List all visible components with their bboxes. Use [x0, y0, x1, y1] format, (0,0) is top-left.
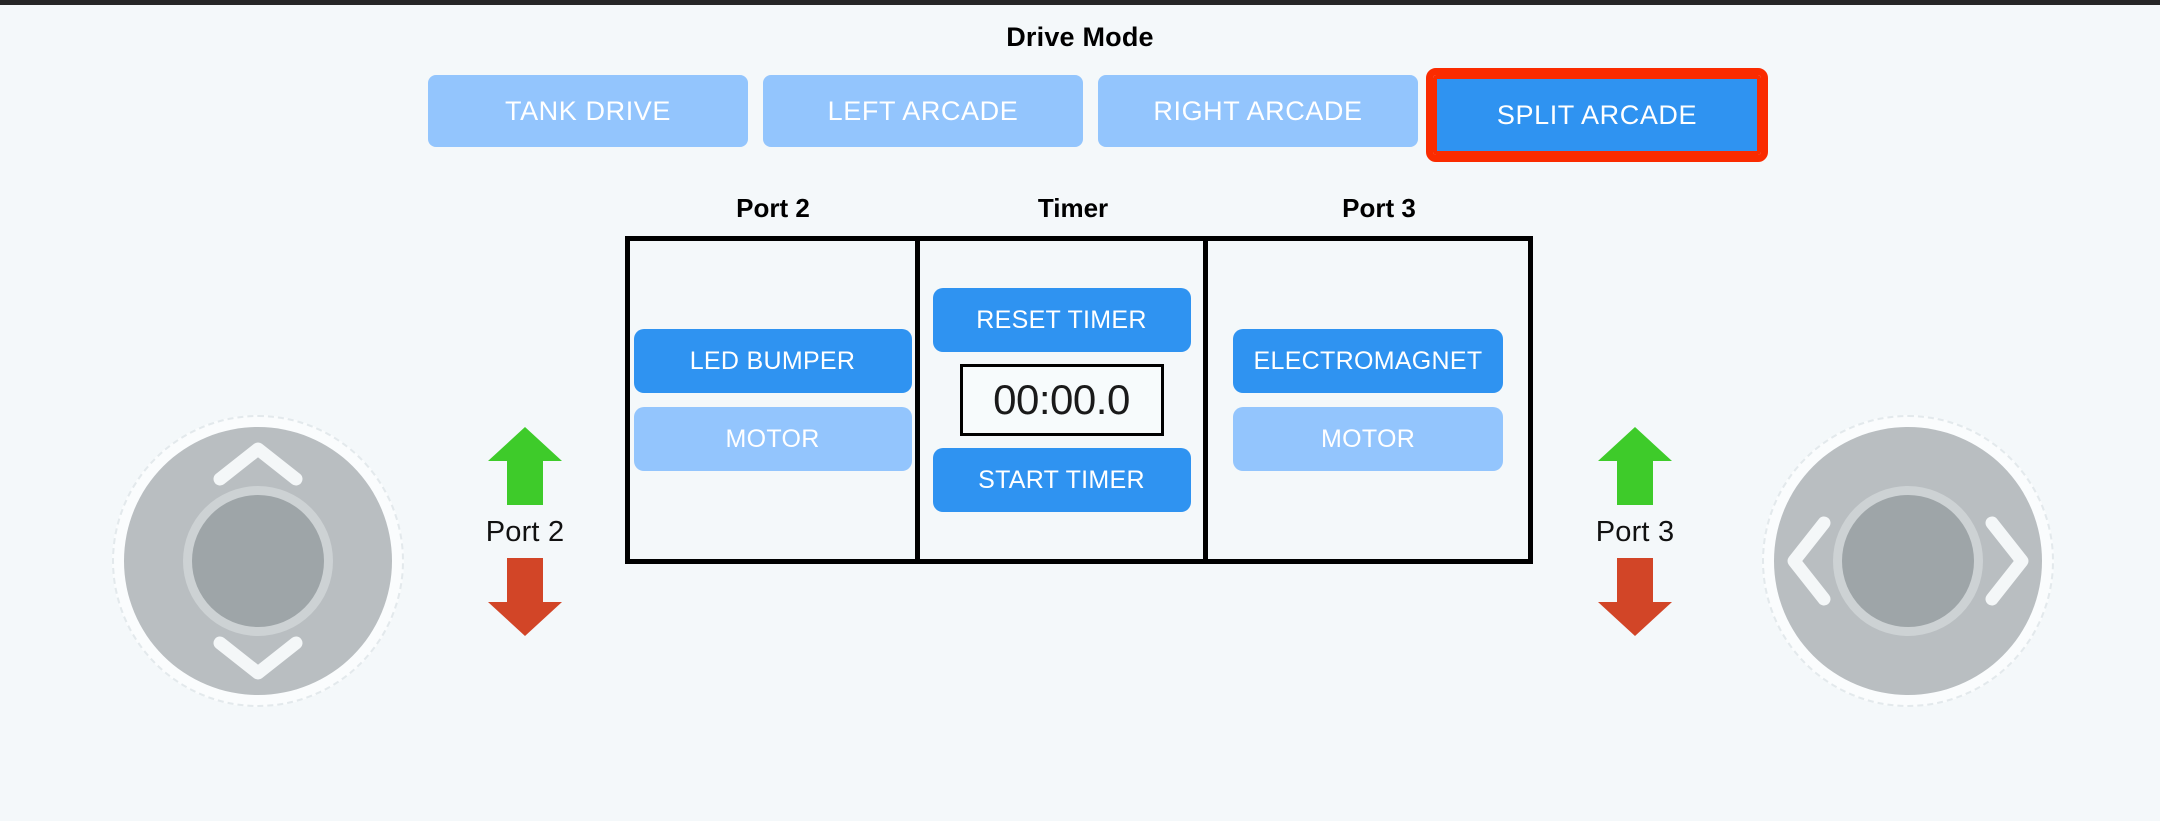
drive-mode-title: Drive Mode: [1006, 22, 1154, 52]
chevron-up-icon: [213, 442, 303, 486]
arrow-up-icon: [488, 427, 562, 505]
left-joystick[interactable]: [112, 415, 404, 707]
drive-mode-button-split-arcade[interactable]: SPLIT ARCADE: [1437, 79, 1757, 151]
port3-indicator-group: Port 3: [1565, 424, 1705, 639]
right-joystick[interactable]: [1762, 415, 2054, 707]
chevron-left-icon: [1787, 516, 1831, 606]
drive-mode-option-split-arcade-wrapper: SPLIT ARCADE: [1426, 68, 1768, 162]
device-button-port2-motor[interactable]: MOTOR: [633, 407, 912, 471]
reset-timer-button[interactable]: RESET TIMER: [932, 288, 1191, 352]
port2-indicator-label: Port 2: [485, 516, 565, 548]
arrow-down-icon: [1598, 558, 1672, 636]
device-button-led-bumper[interactable]: LED BUMPER: [633, 329, 912, 393]
arrow-up-icon: [1598, 427, 1672, 505]
start-timer-button[interactable]: START TIMER: [932, 448, 1191, 512]
right-joystick-ring: [1833, 486, 1983, 636]
right-joystick-knob[interactable]: [1842, 495, 1974, 627]
device-button-electromagnet[interactable]: ELECTROMAGNET: [1233, 329, 1503, 393]
column-header-port3: Port 3: [1342, 193, 1416, 223]
chevron-right-icon: [1985, 516, 2029, 606]
timer-display: 00:00.0: [959, 364, 1164, 436]
port3-indicator-label: Port 3: [1595, 516, 1675, 548]
chevron-down-icon: [213, 636, 303, 680]
drive-mode-button-row: TANK DRIVE LEFT ARCADE RIGHT ARCADE SPLI…: [428, 68, 1768, 162]
left-joystick-base[interactable]: [124, 427, 392, 695]
panel-column-timer: RESET TIMER 00:00.0 START TIMER: [920, 241, 1208, 559]
drive-mode-option-right-arcade-wrapper: RIGHT ARCADE: [1098, 75, 1418, 155]
top-status-strip: [0, 0, 2160, 5]
panel-column-headers: Port 2 Timer Port 3: [625, 193, 1533, 224]
drive-mode-button-tank-drive[interactable]: TANK DRIVE: [428, 75, 748, 147]
port2-indicator-group: Port 2: [455, 424, 595, 639]
device-button-port3-motor[interactable]: MOTOR: [1233, 407, 1503, 471]
column-header-timer: Timer: [1037, 193, 1109, 223]
right-joystick-base[interactable]: [1774, 427, 2042, 695]
control-panel: LED BUMPER MOTOR RESET TIMER 00:00.0 STA…: [625, 236, 1533, 564]
panel-column-port3: ELECTROMAGNET MOTOR: [1208, 241, 1528, 559]
drive-mode-option-left-arcade-wrapper: LEFT ARCADE: [763, 75, 1083, 155]
drive-mode-option-tank-drive-wrapper: TANK DRIVE: [428, 75, 748, 155]
drive-mode-button-left-arcade[interactable]: LEFT ARCADE: [763, 75, 1083, 147]
arrow-down-icon: [488, 558, 562, 636]
left-joystick-ring: [183, 486, 333, 636]
left-joystick-knob[interactable]: [192, 495, 324, 627]
panel-column-port2: LED BUMPER MOTOR: [630, 241, 920, 559]
column-header-port2: Port 2: [736, 193, 810, 223]
drive-mode-button-right-arcade[interactable]: RIGHT ARCADE: [1098, 75, 1418, 147]
